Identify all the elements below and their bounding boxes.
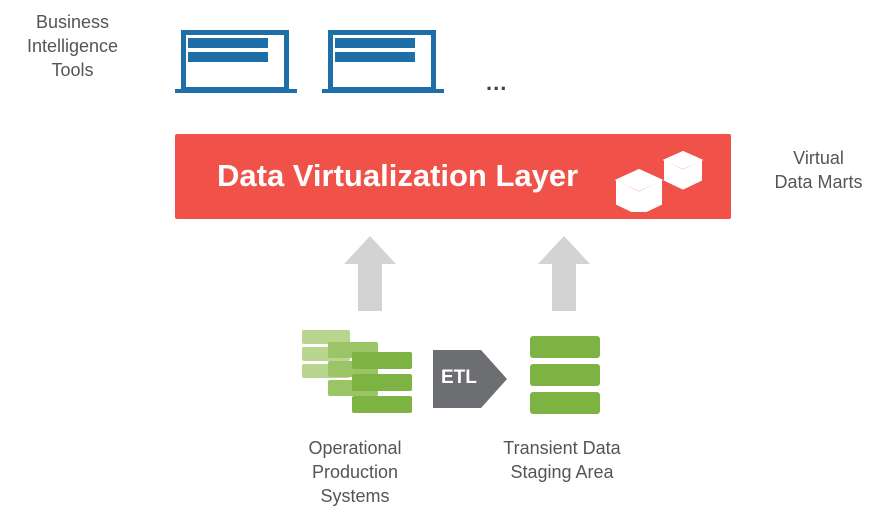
laptop-icon [175, 30, 297, 96]
up-arrow-icon [538, 236, 590, 311]
staging-area-label: Transient Data Staging Area [503, 438, 621, 482]
operational-systems-label: Operational Production Systems [308, 438, 402, 506]
virtual-data-marts-label: Virtual Data Marts [774, 148, 863, 192]
right-arrow-icon [433, 350, 507, 408]
data-virtualization-layer: Data Virtualization Layer [175, 134, 731, 219]
dv-layer-title: Data Virtualization Layer [217, 158, 579, 193]
stacked-database-icon [302, 330, 412, 413]
up-arrow-icon [344, 236, 396, 311]
laptop-icon [322, 30, 444, 96]
etl-label: ETL [441, 367, 477, 388]
database-icon [530, 336, 600, 414]
bi-tools-label: Business Intelligence Tools [26, 12, 119, 80]
more-ellipsis: ... [486, 70, 508, 95]
cubes-icon [614, 150, 704, 212]
